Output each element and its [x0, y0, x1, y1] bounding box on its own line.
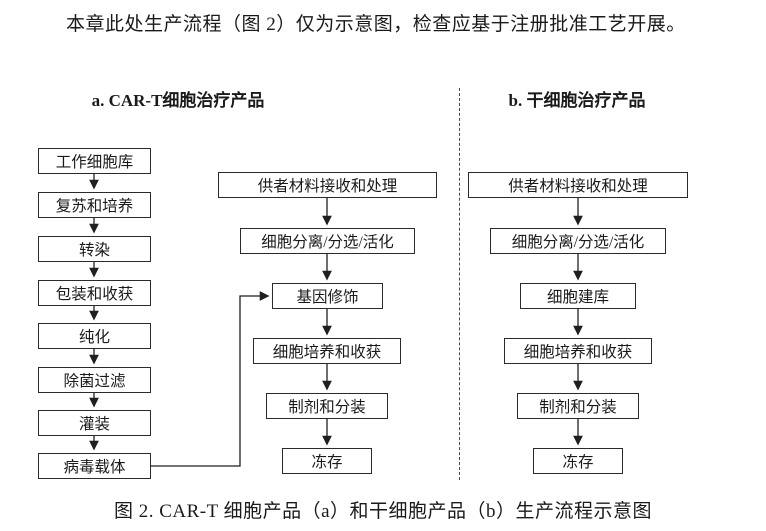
flow-box-b-donor-material: 供者材料接收和处理 — [468, 172, 688, 198]
flow-box-b-formulation-fill: 制剂和分装 — [517, 393, 639, 419]
flow-box-viral-vector: 病毒载体 — [38, 453, 151, 479]
section-divider-dashed-line — [459, 88, 460, 480]
flow-box-cell-banking: 细胞建库 — [520, 283, 636, 309]
flow-box-packaging-harvest: 包装和收获 — [38, 280, 151, 306]
flow-box-purification: 纯化 — [38, 323, 151, 349]
flow-box-b-cell-separation: 细胞分离/分选/活化 — [490, 228, 666, 254]
figure-caption: 图 2. CAR-T 细胞产品（a）和干细胞产品（b）生产流程示意图 — [113, 501, 653, 522]
flow-box-transfection: 转染 — [38, 236, 151, 262]
flow-box-a-donor-material: 供者材料接收和处理 — [218, 172, 437, 198]
section-a-title: a. CAR-T细胞治疗产品 — [91, 91, 265, 110]
flow-box-working-cell-bank: 工作细胞库 — [38, 148, 151, 174]
elbow-connector-viral-vector-to-gene-modification — [151, 291, 270, 467]
flow-box-sterile-filtration: 除菌过滤 — [38, 367, 151, 393]
flow-box-b-cryopreservation: 冻存 — [533, 448, 623, 474]
flow-box-b-culture-harvest: 细胞培养和收获 — [504, 338, 652, 364]
flow-box-a-culture-harvest: 细胞培养和收获 — [253, 338, 401, 364]
flow-box-a-cryopreservation: 冻存 — [282, 448, 372, 474]
intro-paragraph: 本章此处生产流程（图 2）仅为示意图，检查应基于注册批准工艺开展。 — [66, 14, 686, 35]
flow-box-a-formulation-fill: 制剂和分装 — [266, 393, 388, 419]
section-b-title: b. 干细胞治疗产品 — [508, 91, 646, 110]
flow-box-gene-modification: 基因修饰 — [272, 283, 383, 309]
flow-box-thaw-culture: 复苏和培养 — [38, 192, 151, 218]
flow-box-filling: 灌装 — [38, 410, 151, 436]
flow-box-a-cell-separation: 细胞分离/分选/活化 — [240, 228, 415, 254]
